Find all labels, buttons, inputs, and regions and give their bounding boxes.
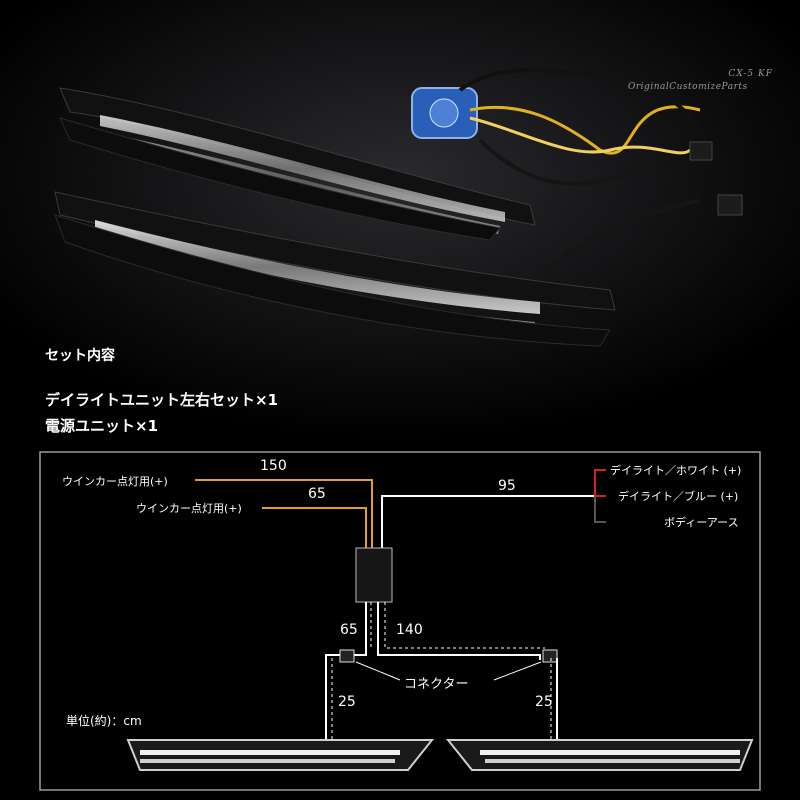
power-unit-photo (411, 87, 478, 139)
daylight-white-wire (594, 469, 606, 496)
connector-pointer-right (493, 661, 542, 681)
brand-watermark: CX-5 KF OriginalCustomizeParts (628, 68, 773, 94)
unit-label: 単位(約)：cm (66, 714, 142, 728)
left-wire-label: ウインカー点灯用(+) (62, 475, 168, 488)
right-down-wire (377, 602, 541, 660)
set-contents-heading: セット内容 (45, 348, 115, 364)
upper-daylight-unit (59, 87, 536, 241)
control-box (355, 547, 393, 603)
connector-label: コネクター (404, 677, 469, 692)
set-contents: セット内容 デイライトユニット左右セット×1 電源ユニット×1 (45, 345, 278, 439)
right-connector (542, 649, 558, 663)
right-wire-label: デイライト／ホワイト (+) (610, 464, 742, 477)
set-contents-item: 電源ユニット×1 (45, 417, 159, 435)
drop-left-length: 25 (338, 694, 356, 710)
right-trunk-length: 95 (498, 478, 516, 494)
right-trunk-wire (381, 495, 595, 548)
product-photo-illustration (0, 0, 800, 440)
body-earth-wire (594, 496, 606, 523)
left-wire-length: 65 (308, 486, 326, 502)
down-left-length: 65 (340, 622, 358, 638)
watermark-subtitle: OriginalCustomizeParts (628, 82, 748, 92)
turn-wire-65 (262, 507, 367, 548)
right-light-bar (445, 739, 754, 771)
turn-wire-150 (195, 479, 373, 548)
left-wire-label: ウインカー点灯用(+) (136, 502, 242, 515)
left-connector (339, 649, 355, 663)
left-wire-length: 150 (260, 458, 287, 474)
right-wire-label: ボディーアース (664, 516, 739, 529)
lower-daylight-unit (54, 191, 616, 347)
drop-right-length: 25 (535, 694, 553, 710)
right-down-wire-dashed (384, 602, 545, 649)
connector-pointer-left (355, 661, 401, 681)
right-wire-label: デイライト／ブルー (+) (618, 490, 739, 503)
wiring-photo (458, 68, 743, 277)
product-photo: CX-5 KF OriginalCustomizeParts セット内容 デイラ… (0, 0, 800, 440)
diagram-frame (39, 451, 761, 791)
set-contents-item: デイライトユニット左右セット×1 (45, 391, 279, 409)
down-right-length: 140 (396, 622, 423, 638)
wiring-diagram: ウインカー点灯用(+) 150 ウインカー点灯用(+) 65 95 デイライト／… (0, 440, 800, 800)
watermark-brand: CX-5 KF (728, 69, 773, 79)
left-light-bar (126, 739, 435, 771)
wiring-diagram-svg (39, 451, 761, 791)
